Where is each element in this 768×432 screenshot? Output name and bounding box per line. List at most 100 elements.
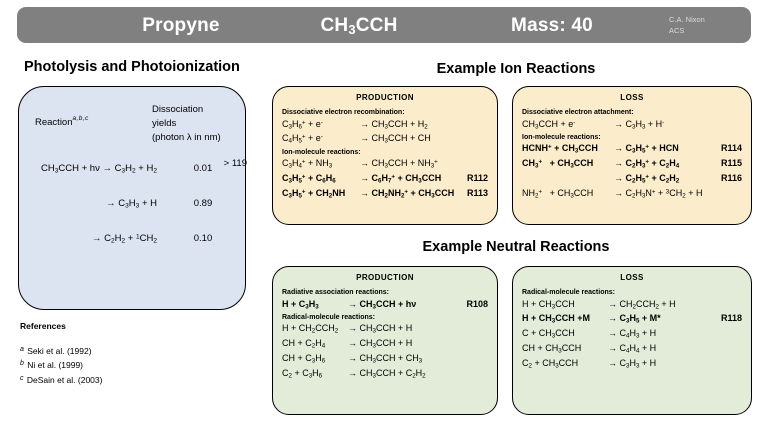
- reaction-reactants: C4H5+ + e-: [282, 133, 323, 145]
- reaction-products: → C6H7+ + CH3CCH: [360, 172, 442, 185]
- reaction-category-label: Ion-molecule reactions:: [282, 148, 361, 156]
- header-formula: CH3CCH: [269, 15, 449, 37]
- reaction-reactants: CH3+ + CH3CCH: [522, 158, 594, 170]
- reaction-id: R114: [720, 143, 742, 154]
- reaction-row: H + CH2CCH2 → CH3CCH + H: [282, 323, 488, 335]
- reference-item: c DeSain et al. (2003): [20, 373, 102, 387]
- reaction-row: C2 + CH3CCH → C3H3 + H: [522, 358, 742, 370]
- reaction-reactants: C3H5+ + C6H6: [282, 172, 336, 185]
- credit-org: ACS: [669, 25, 685, 35]
- ion-loss-heading: LOSS: [620, 93, 644, 102]
- reaction-id: R112: [466, 172, 488, 183]
- reaction-reactants: C3H5+ + CH2NH: [282, 187, 346, 200]
- neutral-loss-body: Radical-molecule reactions:H + CH3CCH→ C…: [513, 282, 751, 370]
- formula-subscript: 3: [348, 22, 356, 37]
- reaction-row: NH2+ + CH3CCH → C2H3N+ + 3CH2 + H: [522, 188, 742, 200]
- reaction-products: → CH3CCH + hν: [348, 298, 417, 310]
- reference-marker: c: [20, 374, 24, 382]
- ion-loss-box: LOSS Dissociative electron attachment: CH…: [512, 86, 752, 225]
- reaction-products: → C2H5+ + C2H2: [614, 172, 680, 185]
- header-mass: Mass: 40: [457, 15, 647, 37]
- reaction-products: → C4H3 + H: [608, 328, 657, 340]
- reaction-reactants: C2 + CH3CCH: [522, 357, 579, 370]
- reference-text: DeSain et al. (2003): [24, 374, 103, 385]
- reaction-reactants: C3H4+ + NH3: [282, 158, 333, 170]
- reaction-header-superscript: a,b,c: [72, 115, 89, 122]
- reaction-products: → CH3CCH + H2: [360, 118, 428, 130]
- reaction-row: H + CH3CCH +M→ C3H5 + M*R118: [522, 313, 742, 325]
- neutral-reactions-section-title: Example Neutral Reactions: [422, 239, 610, 255]
- reaction-category-label: Radical-molecule reactions:: [522, 289, 615, 296]
- ion-production-body: Dissociative electron recombination: C3H6…: [273, 102, 497, 200]
- reaction-products: → C3H5+ + HCN: [614, 143, 679, 155]
- reference-marker: b: [20, 360, 24, 368]
- reaction-reactants: C3H6+ + e-: [282, 118, 323, 130]
- neutral-production-box: PRODUCTION Radiative association reactio…: [272, 266, 498, 415]
- reaction-reactants: HCNH+ + CH3CCH: [522, 143, 598, 155]
- reaction-category-label: Dissociative electron attachment:: [522, 109, 634, 116]
- reaction-products: → CH2NH2+ + CH3CCH: [360, 187, 455, 200]
- mass-value: 40: [571, 15, 593, 36]
- photolysis-yield-value: 0.10: [193, 233, 213, 244]
- reaction-id: R115: [720, 158, 742, 169]
- reaction-products: → CH3CCH + C2H2: [348, 367, 426, 380]
- neutral-loss-box: LOSS Radical-molecule reactions:H + CH3C…: [512, 266, 752, 415]
- reaction-reactants: CH + C3H6: [282, 352, 326, 365]
- neutral-production-body: Radiative association reactions: H + C3H3…: [273, 282, 497, 380]
- yield-header-line3: (photon λ in nm): [152, 131, 221, 143]
- photolysis-equation: CH3CCH + hν → C3H2 + H2: [40, 163, 157, 175]
- reaction-row: C3H4+ + NH3→ CH3CCH + NH3+: [282, 158, 488, 170]
- reaction-products: → C2H3N+ + 3CH2 + H: [614, 187, 703, 200]
- yield-header-line2: yields: [152, 117, 177, 129]
- reaction-row: CH3+ + CH3CCH → C2H3+ + C2H4 R115: [522, 158, 742, 170]
- reaction-products: → C3H5 + M*: [608, 313, 661, 325]
- reaction-reactants: CH + CH3CCH: [522, 342, 582, 355]
- photolysis-yield-value: 0.89: [193, 198, 213, 209]
- reaction-products: → CH3CCH + H: [348, 323, 413, 335]
- reaction-row: HCNH+ + CH3CCH → C3H5+ + HCN R114: [522, 143, 742, 155]
- reaction-products: → CH3CCH + H: [348, 338, 413, 350]
- reaction-category-label: Ion-molecule reactions:: [522, 133, 601, 141]
- reaction-row: CH + CH3CCH→ C4H4 + H: [522, 343, 742, 355]
- dissociation-column-header: Dissociation yields (photon λ in nm): [152, 103, 221, 144]
- reaction-row: C4H5+ + e-→ CH3CCH + CH: [282, 133, 488, 145]
- reaction-row: C3H6+ + e- → CH3CCH + H2: [282, 119, 488, 131]
- reaction-row: CH + C3H6→ CH3CCH + CH3: [282, 353, 488, 365]
- reaction-header-text: Reaction: [35, 117, 73, 128]
- reaction-reactants: H + CH2CCH2: [282, 323, 339, 335]
- formula-pre: CH: [320, 15, 349, 36]
- reaction-category-label: Radiative association reactions:: [282, 289, 389, 296]
- reaction-reactants: CH + C2H4: [282, 338, 326, 350]
- yield-header-wavelength: > 119: [223, 158, 247, 169]
- photolysis-yield-value: 0.01: [193, 163, 213, 174]
- neutral-loss-heading: LOSS: [620, 273, 644, 282]
- reaction-category-label: Radical-molecule reactions:: [282, 313, 375, 321]
- ion-production-box: PRODUCTION Dissociative electron recombi…: [272, 86, 498, 225]
- reaction-products: → C3H3 + H-: [614, 118, 665, 130]
- credit-author: C.A. Nixon: [669, 15, 705, 24]
- photolysis-section-title: Photolysis and Photoionization: [24, 59, 240, 75]
- reaction-products: → C3H3 + H: [608, 357, 657, 370]
- neutral-production-heading: PRODUCTION: [356, 273, 414, 282]
- reaction-reactants: C + CH3CCH: [522, 328, 575, 340]
- header-compound-name: Propyne: [142, 15, 220, 36]
- yield-header-line1: Dissociation: [152, 104, 204, 115]
- reaction-reactants: NH2+ + CH3CCH: [522, 187, 594, 200]
- reaction-column-header: Reactiona,b,c: [35, 115, 89, 128]
- reaction-row: CH + C2H4 → CH3CCH + H: [282, 338, 488, 350]
- reaction-row: CH3CCH + e- → C3H3 + H-: [522, 119, 742, 131]
- reaction-reactants: CH3CCH + e-: [522, 118, 576, 130]
- reaction-category-label: Dissociative electron recombination:: [282, 109, 405, 116]
- references-title: References: [20, 321, 66, 331]
- header-credit: C.A. Nixon ACS: [669, 15, 739, 37]
- reference-text: Seki et al. (1992): [24, 346, 92, 356]
- ion-production-heading: PRODUCTION: [356, 93, 414, 102]
- reference-text: Ni et al. (1999): [24, 360, 84, 371]
- reaction-reactants: C2 + C3H6: [282, 367, 323, 380]
- mass-label: Mass:: [511, 15, 566, 36]
- reaction-id: R118: [720, 313, 742, 324]
- reaction-products: → C2H3+ + C2H4: [614, 158, 680, 170]
- reaction-reactants: H + C3H3: [282, 298, 319, 310]
